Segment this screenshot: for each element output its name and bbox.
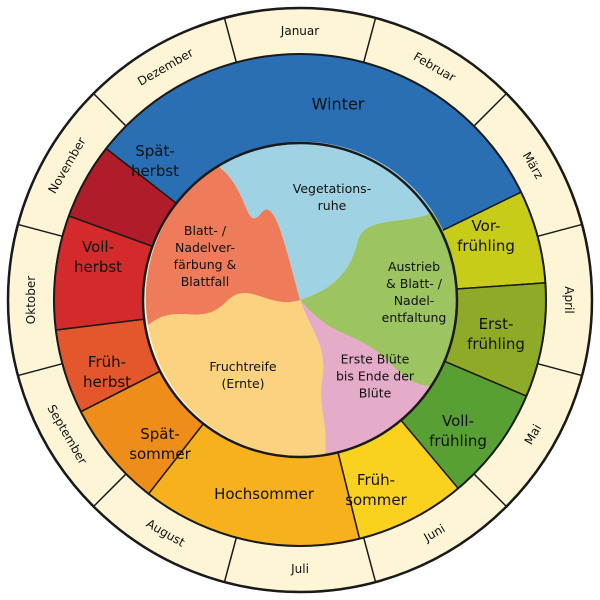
month-divider	[223, 17, 238, 63]
month-divider	[362, 17, 377, 63]
month-divider	[92, 92, 127, 127]
month-divider	[17, 223, 63, 238]
phase-label: Austrieb& Blatt- /Nadel-entfaltung	[382, 259, 447, 325]
season-labels: WinterVor-frühlingErst-frühlingVoll-früh…	[74, 95, 525, 510]
season-label: Spät-herbst	[131, 142, 179, 180]
month-dividers	[17, 17, 583, 583]
phase-label: Vegetations-ruhe	[293, 181, 371, 213]
season-label: Vor-frühling	[457, 217, 515, 255]
season-label: Winter	[312, 95, 365, 114]
phase-sector	[300, 300, 430, 455]
month-label: Januar	[280, 24, 319, 38]
phase-label: Fruchtreife(Ernte)	[209, 359, 276, 391]
phase-disc-outline	[141, 141, 459, 459]
phase-sector	[145, 166, 300, 325]
month-divider	[92, 473, 127, 508]
month-divider	[473, 92, 508, 127]
month-divider	[537, 223, 583, 238]
month-divider	[17, 362, 63, 377]
phase-sector	[148, 292, 326, 457]
month-divider	[473, 473, 508, 508]
season-ring-outer-outline	[53, 53, 547, 547]
ring-outlines	[6, 6, 594, 594]
phase-disc	[145, 141, 458, 457]
season-label: Erst-frühling	[467, 315, 525, 353]
outer-outline	[6, 6, 594, 594]
season-label: Voll-frühling	[429, 412, 487, 450]
season-label: Früh-sommer	[345, 471, 407, 509]
month-label: Juli	[290, 562, 309, 576]
month-divider	[362, 537, 377, 583]
month-divider	[223, 537, 238, 583]
month-label: Oktober	[24, 276, 38, 324]
month-divider	[537, 362, 583, 377]
phase-label: Blatt- /Nadelver-färbung &Blattfall	[174, 223, 237, 289]
phase-sector	[300, 212, 458, 386]
season-label: Spät-sommer	[129, 425, 191, 463]
season-label: Hochsommer	[214, 485, 315, 503]
season-label: Voll-herbst	[74, 238, 122, 276]
season-label: Früh-herbst	[83, 353, 131, 391]
phase-sector	[218, 141, 433, 300]
month-label: April	[562, 286, 576, 313]
